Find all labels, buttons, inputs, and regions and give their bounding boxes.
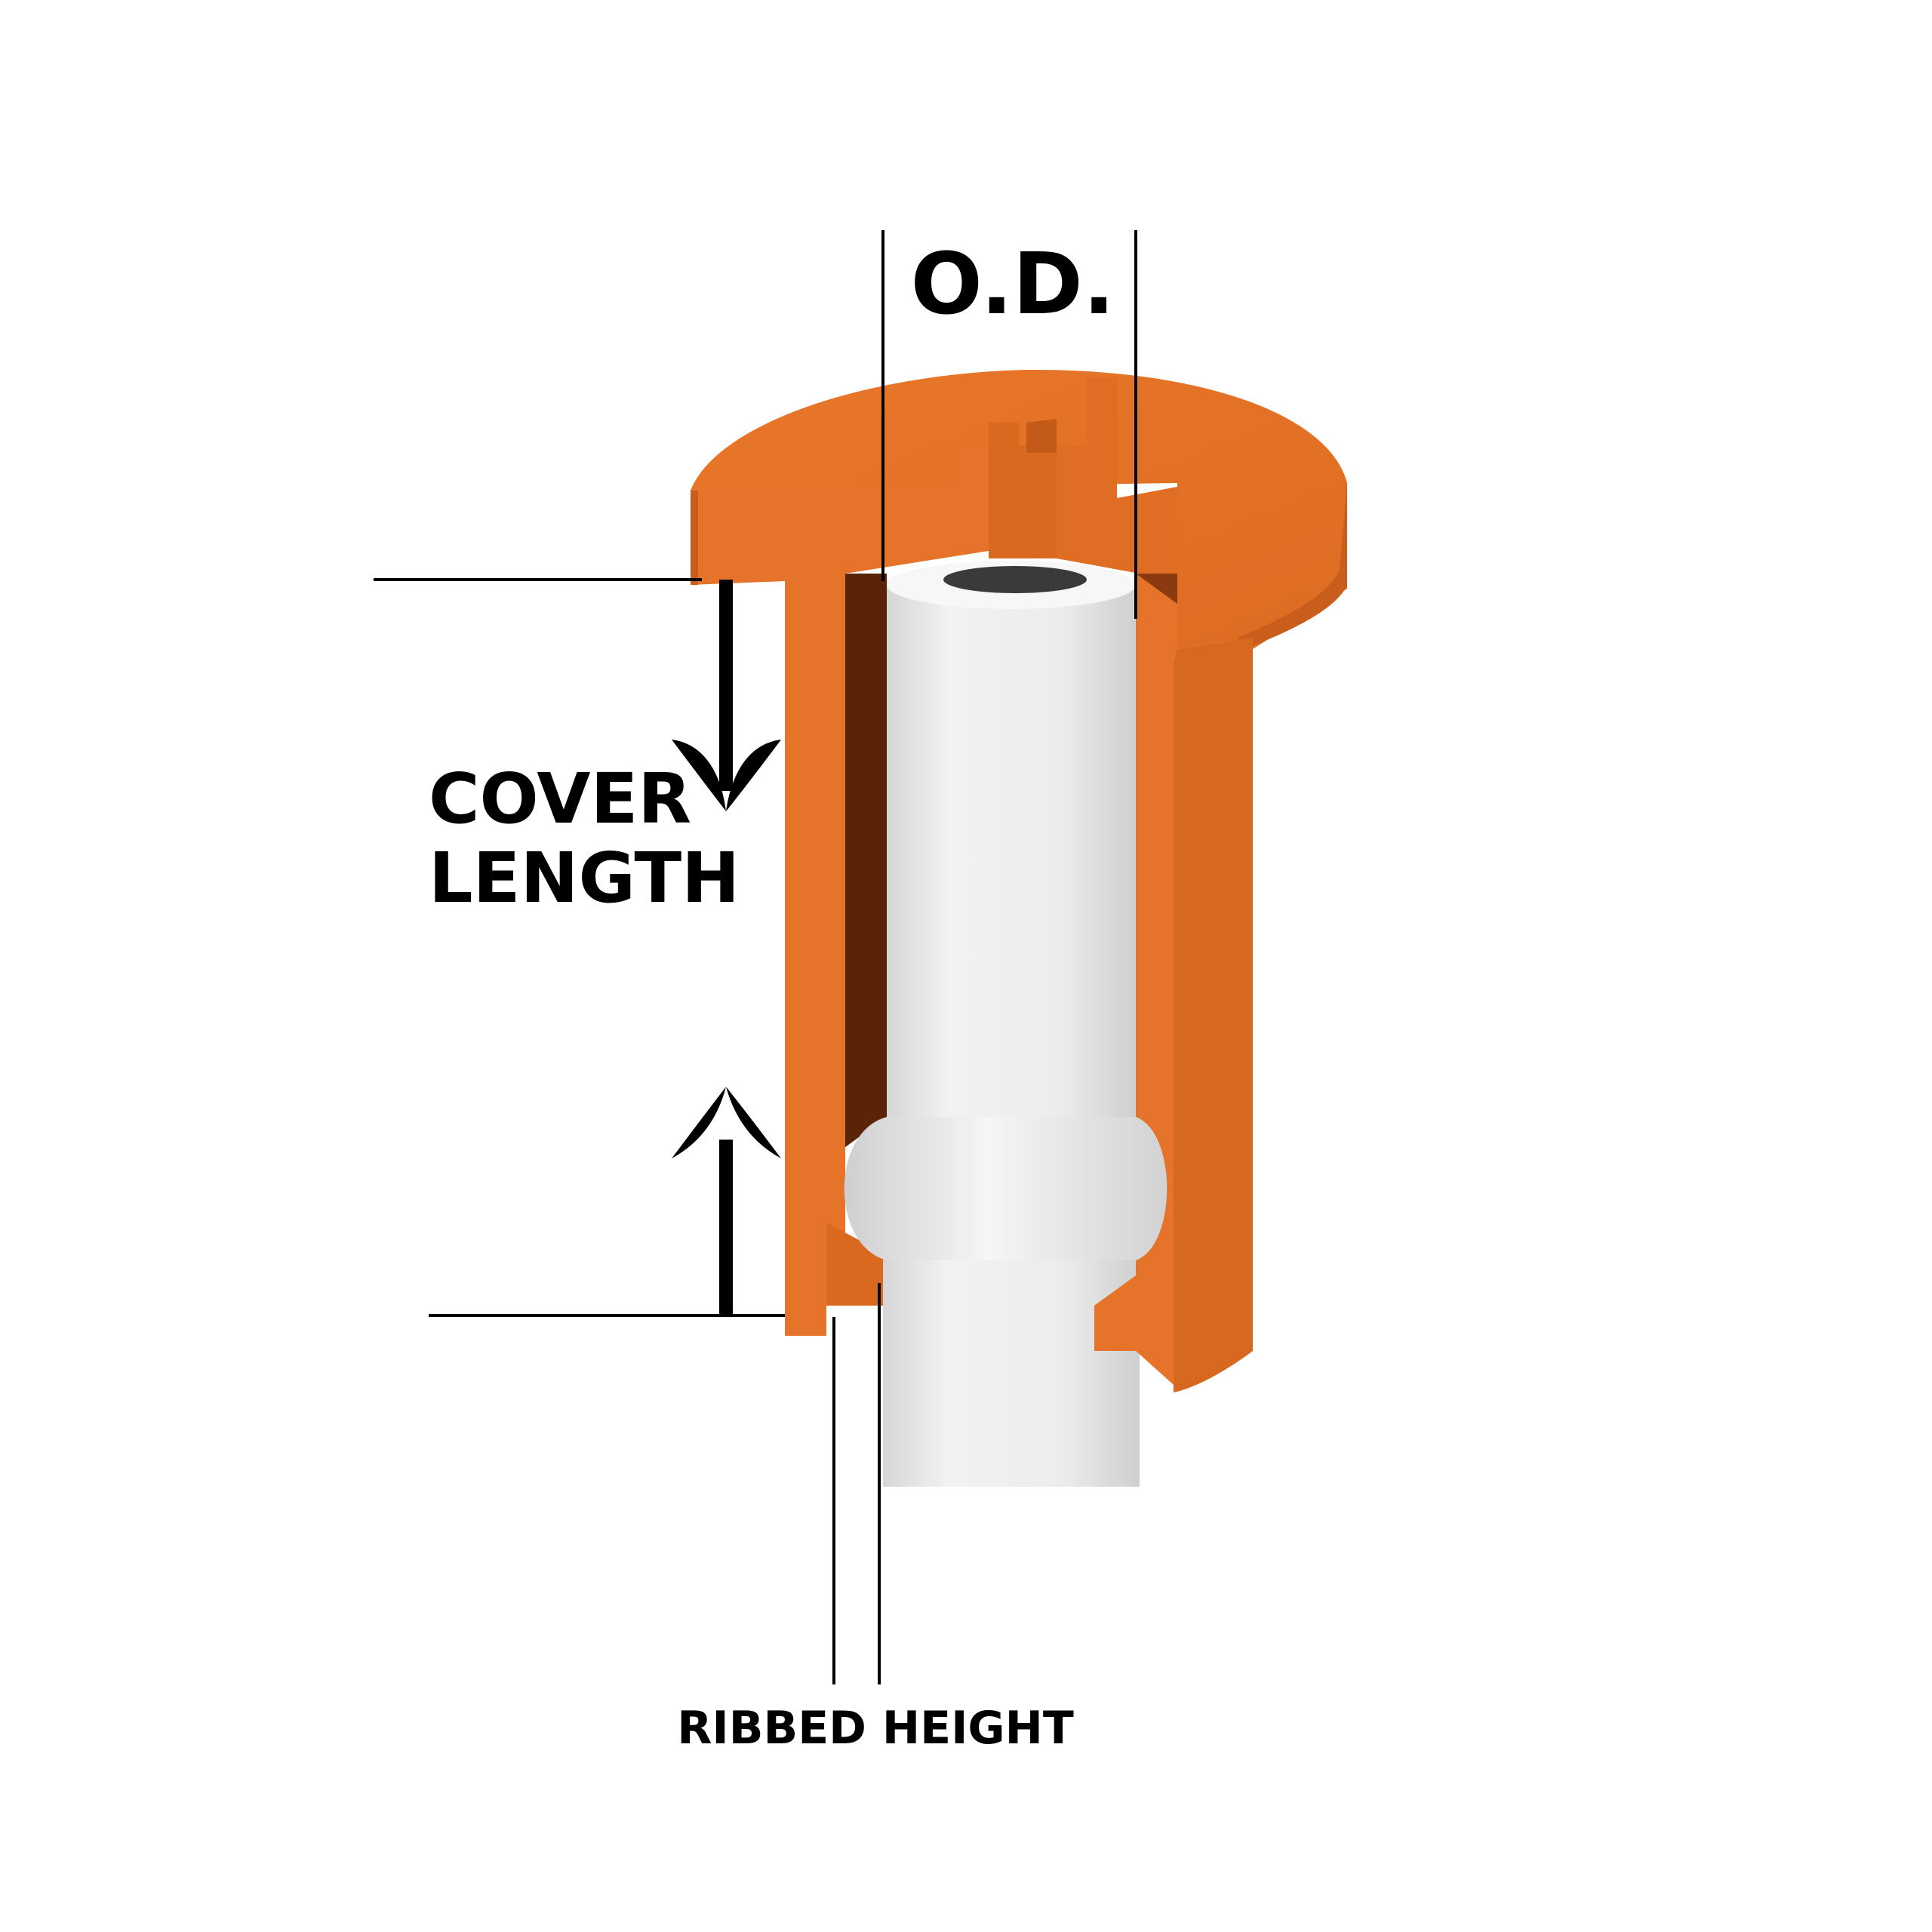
cap-rim [1238,483,1347,649]
cap-foot-left-cut [785,1275,826,1336]
cap-foot-left [785,1223,883,1306]
tube-bore [943,566,1087,593]
cap-top-surface [691,369,1347,649]
cover-arrow-shaft-bottom [719,1140,733,1315]
cap-center-block [989,423,1057,558]
arrow-down-icon [672,740,781,811]
cover-arrow-shaft-top [719,580,733,791]
tube-upper [887,581,1136,1177]
ribbed-height-label: RIBBED HEIGHT [677,1702,1074,1755]
cap-inner-cavity [845,574,887,1147]
od-label: O.D. [911,235,1115,334]
arrow-up-icon [672,1087,781,1158]
cover-length-label-line2: LENGTH [429,838,740,918]
cap-groove [1026,419,1057,453]
cap-right-wall-side [1174,638,1253,1392]
tube-rib [844,1117,1168,1260]
arrow-down-icon-fill [672,740,781,811]
cap-cut-left-shade [691,491,698,585]
cover-length-label-line1: COVER [429,758,691,839]
cap-cut-left [691,445,989,1306]
tube-lower [883,1253,1140,1487]
